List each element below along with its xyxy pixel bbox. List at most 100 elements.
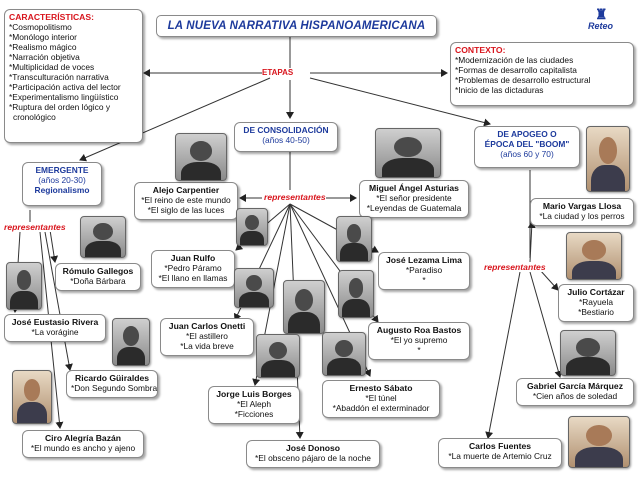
author-name: José Donoso [286,443,340,453]
author-work: *El obsceno pájaro de la noche [255,453,371,463]
author-gallegos: Rómulo Gallegos *Doña Bárbara [55,263,141,291]
portrait-sabato [322,332,366,376]
author-name: Augusto Roa Bastos [376,325,462,335]
contexto-item: *Inicio de las dictaduras [455,85,544,95]
author-work: *La vida breve [180,341,234,351]
portrait-lezama [336,216,372,262]
author-work: *El señor presidente [376,193,452,203]
contexto-item: *Modernización de las ciudades [455,55,574,65]
representantes-label-consolidacion: representantes [264,192,326,202]
author-name: Rómulo Gallegos [62,266,134,276]
author-work: * [422,275,426,285]
author-work: *La vorágine [31,327,79,337]
etapa-emergente-name: EMERGENTE [35,165,89,175]
portrait-garcia [560,330,616,376]
caracteristica-item: *Realismo mágico [9,42,77,52]
portrait-donoso [283,280,325,334]
caracteristica-item: *Monólogo interior [9,32,77,42]
etapa-consolidacion-box: DE CONSOLIDACIÓN (años 40-50) [234,122,338,152]
portrait-onetti [234,268,274,308]
author-name: Mario Vargas Llosa [542,201,622,211]
map-title: LA NUEVA NARRATIVA HISPANOAMERICANA [156,15,437,37]
author-name: Carlos Fuentes [468,441,532,451]
author-work: *Abaddón el exterminador [332,403,430,413]
author-work: *Doña Bárbara [70,276,126,286]
portrait-fuentes [568,416,630,468]
author-work: *El yo supremo [390,335,448,345]
portrait-alegria [12,370,52,424]
author-name: Julio Cortázar [567,287,625,297]
author-asturias: Miguel Ángel Asturias *El señor presiden… [359,180,469,218]
contexto-box: CONTEXTO: *Modernización de las ciudades… [450,42,634,106]
etapas-label: ETAPAS [262,68,294,77]
author-cortazar: Julio Cortázar *Rayuela *Bestiario [558,284,634,322]
author-name: Juan Carlos Onetti [168,321,246,331]
author-work: *La muerte de Artemio Cruz [448,451,552,461]
author-work: * [417,345,421,355]
author-rulfo: Juan Rulfo *Pedro Páramo *El llano en ll… [151,250,235,288]
caracteristica-item: *Narración objetiva [9,52,80,62]
etapa-emergente-years: (años 20-30) [38,175,86,185]
portrait-cortazar [566,232,622,280]
caracteristica-item: *Transculturación narrativa [9,72,109,82]
caracteristica-item: *Ruptura del orden lógico y [9,102,111,112]
author-work: *Cien años de soledad [532,391,618,401]
author-name: José Lezama Lima [386,255,462,265]
author-work: *La ciudad y los perros [539,211,625,221]
etapa-emergente-sub: Regionalismo [34,185,90,195]
logo-icon: ♜ [595,6,608,22]
author-work: *El reino de este mundo [141,195,231,205]
author-work: *Leyendas de Guatemala [366,203,462,213]
etapa-consolidacion-name: DE CONSOLIDACIÓN [243,125,329,135]
etapa-emergente-box: EMERGENTE (años 20-30) Regionalismo [22,162,102,206]
caracteristica-item: cronológico [13,112,56,122]
author-carpentier: Alejo Carpentier *El reino de este mundo… [134,182,238,220]
author-name: Juan Rulfo [170,253,216,263]
author-name: Alejo Carpentier [152,185,220,195]
author-work: *El siglo de las luces [147,205,225,215]
author-rivera: José Eustasio Rivera *La vorágine [4,314,106,342]
contexto-item: *Formas de desarrollo capitalista [455,65,577,75]
contexto-item: *Problemas de desarrollo estructural [455,75,591,85]
etapa-consolidacion-years: (años 40-50) [262,135,310,145]
etapa-boom-name1: DE APOGEO O [497,129,557,139]
author-name: Miguel Ángel Asturias [369,183,459,193]
author-work: *Don Segundo Sombra [71,383,158,393]
author-name: Jorge Luis Borges [216,389,292,399]
portrait-asturias [375,128,441,178]
author-work: *El túnel [365,393,397,403]
author-sabato: Ernesto Sábato *El túnel *Abaddón el ext… [322,380,440,418]
author-work: *El astillero [186,331,228,341]
contexto-title: CONTEXTO: [455,45,506,55]
author-roa: Augusto Roa Bastos *El yo supremo * [368,322,470,360]
author-name: Ciro Alegría Bazán [44,433,122,443]
caracteristica-item: *Cosmopolitismo [9,22,72,32]
author-name: José Eustasio Rivera [11,317,99,327]
portrait-borges [256,334,300,378]
author-work: *El Aleph [237,399,271,409]
etapa-boom-box: DE APOGEO O ÉPOCA DEL "BOOM" (años 60 y … [474,126,580,168]
author-alegria: Ciro Alegría Bazán *El mundo es ancho y … [22,430,144,458]
author-work: *Paradiso [405,265,443,275]
portrait-carpentier [175,133,227,181]
author-guiraldes: Ricardo Güiraldes *Don Segundo Sombra [66,370,158,398]
caracteristica-item: *Multiplicidad de voces [9,62,95,72]
author-work: *Pedro Páramo [164,263,222,273]
representantes-label-emergente: representantes [4,222,66,232]
logo-text: Reteo [588,21,614,31]
portrait-vargas [586,126,630,192]
author-onetti: Juan Carlos Onetti *El astillero *La vid… [160,318,254,356]
author-name: Ricardo Güiraldes [74,373,150,383]
portrait-guiraldes [112,318,150,366]
author-work: *Bestiario [578,307,614,317]
author-work: *El llano en llamas [158,273,228,283]
author-vargas: Mario Vargas Llosa *La ciudad y los perr… [530,198,634,226]
caracteristica-item: *Participación activa del lector [9,82,121,92]
etapa-boom-years: (años 60 y 70) [500,149,554,159]
author-name: Ernesto Sábato [349,383,413,393]
author-borges: Jorge Luis Borges *El Aleph *Ficciones [208,386,300,424]
author-garcia: Gabriel García Márquez *Cien años de sol… [516,378,634,406]
portrait-rivera [6,262,42,310]
author-lezama: José Lezama Lima *Paradiso * [378,252,470,290]
